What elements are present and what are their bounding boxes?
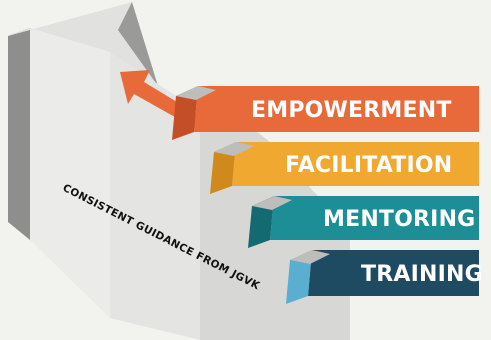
step-training: TRAINING (286, 250, 483, 304)
step-bar-mentoring (270, 196, 479, 240)
step-top-empowerment (176, 86, 216, 100)
step-label-empowerment: EMPOWERMENT (251, 98, 452, 123)
step-facilitation: FACILITATION (210, 142, 479, 194)
step-bars: EMPOWERMENT FACILITATION MENTORING TRAINING (172, 86, 483, 304)
step-label-mentoring: MENTORING (323, 207, 475, 232)
step-bar-facilitation (232, 142, 479, 186)
step-label-training: TRAINING (361, 262, 483, 287)
step-top-mentoring (252, 196, 292, 210)
step-mentoring: MENTORING (248, 196, 479, 248)
step-bar-training (308, 250, 479, 296)
step-bar-empowerment (194, 86, 479, 132)
step-side-empowerment (172, 86, 198, 140)
arrow-shaft-front (30, 28, 110, 318)
arrow-shaft-side (8, 28, 30, 240)
step-top-training (290, 250, 330, 264)
step-top-facilitation (214, 142, 254, 156)
arrow-head (8, 2, 158, 86)
step-empowerment: EMPOWERMENT (172, 86, 479, 140)
step-label-facilitation: FACILITATION (285, 153, 452, 178)
arrow-head-shadow (118, 2, 158, 86)
step-side-training (286, 250, 312, 304)
